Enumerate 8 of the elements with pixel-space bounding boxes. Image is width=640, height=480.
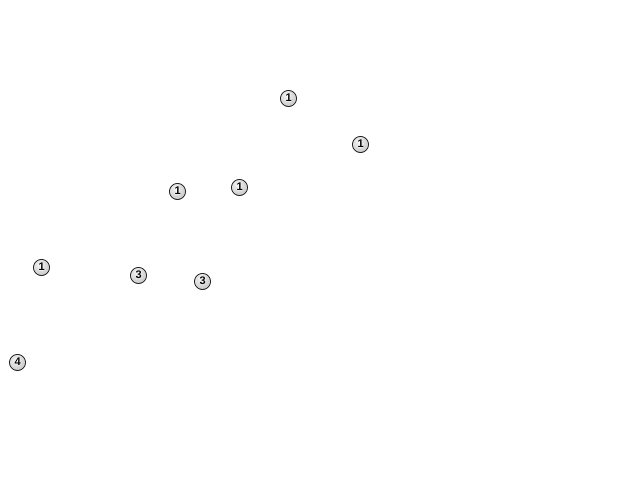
callout-number: 4 bbox=[9, 354, 26, 371]
callout-number: 1 bbox=[169, 183, 186, 200]
callout-number: 3 bbox=[194, 273, 211, 290]
callout-number: 1 bbox=[231, 179, 248, 196]
callout-number: 3 bbox=[130, 267, 147, 284]
callout-number: 1 bbox=[280, 90, 297, 107]
callout-number: 1 bbox=[33, 259, 50, 276]
callout-number: 1 bbox=[352, 136, 369, 153]
